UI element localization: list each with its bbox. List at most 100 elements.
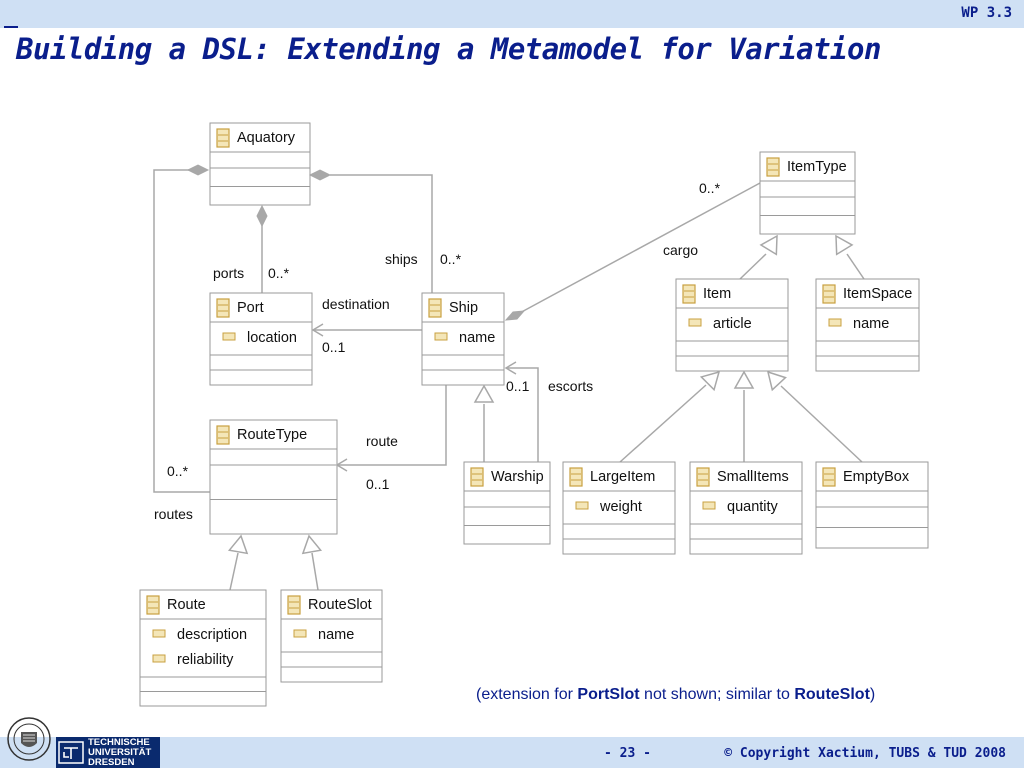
class-name: EmptyBox	[843, 469, 910, 485]
corner-mark	[4, 26, 18, 28]
attribute-name: name	[318, 627, 354, 643]
attribute-name: name	[853, 316, 889, 332]
generalization-warship-ship	[473, 384, 495, 403]
attribute-icon	[293, 629, 307, 638]
class-itemspace: ItemSpace name	[815, 278, 920, 372]
attribute-name: name	[459, 330, 495, 346]
class-icon	[216, 425, 230, 445]
link-emptybox-item	[780, 385, 863, 463]
copyright: © Copyright Xactium, TUBS & TUD 2008	[724, 746, 1006, 761]
class-icon	[569, 467, 583, 487]
class-name: RouteSlot	[308, 597, 372, 613]
class-icon	[216, 298, 230, 318]
class-name: Item	[703, 286, 731, 302]
attribute-icon	[434, 332, 448, 341]
link-itemspace-itemtype	[846, 253, 865, 280]
class-name: ItemSpace	[843, 286, 912, 302]
generalization-item-itemtype	[759, 234, 778, 256]
class-name: Aquatory	[237, 130, 296, 146]
link-route-routetype	[229, 552, 239, 591]
class-warship: Warship	[463, 461, 551, 545]
tu-logo-line-1: TECHNISCHE	[88, 737, 150, 748]
top-bar	[0, 0, 1024, 28]
class-name: Warship	[491, 469, 544, 485]
class-icon	[470, 467, 484, 487]
link-escorts	[506, 367, 539, 462]
generalization-emptybox-item	[766, 370, 787, 392]
class-smallitems: SmallItems quantity	[689, 461, 803, 555]
caption-pre: (extension for	[476, 686, 578, 703]
class-routeslot: RouteSlot name	[280, 589, 383, 683]
page-number: - 23 -	[604, 746, 651, 761]
class-port: Port location	[209, 292, 313, 386]
arrow-escorts	[504, 361, 517, 375]
class-icon	[682, 284, 696, 304]
class-name: RouteType	[237, 427, 307, 443]
label-routes: routes	[154, 506, 193, 522]
class-route: Route description reliability	[139, 589, 267, 707]
class-routetype: RouteType	[209, 419, 338, 535]
label-route: route	[366, 433, 398, 449]
tu-logo-line-2: UNIVERSITÄT	[88, 747, 152, 758]
composition-diamond-routes	[186, 164, 210, 176]
label-ports-mult: 0..*	[268, 265, 290, 281]
label-ships: ships	[385, 251, 418, 267]
attribute-reliability: reliability	[177, 652, 234, 668]
label-dest-mult: 0..1	[322, 339, 346, 355]
attribute-article: article	[713, 316, 752, 332]
attribute-quantity: quantity	[727, 499, 779, 515]
footer-bar	[0, 737, 1024, 768]
composition-diamond-ports	[256, 204, 268, 228]
tu-logo-line-3: DRESDEN	[88, 757, 135, 768]
class-name: SmallItems	[717, 469, 789, 485]
caption: (extension for PortSlot not shown; simil…	[476, 686, 875, 704]
tu-dresden-logo	[56, 737, 160, 768]
attribute-icon	[152, 654, 166, 663]
caption-portslot: PortSlot	[577, 686, 640, 703]
class-icon	[428, 298, 442, 318]
attribute-icon	[688, 318, 702, 327]
caption-mid: not shown; similar to	[639, 686, 795, 703]
generalization-route-routetype	[227, 534, 249, 555]
attribute-icon	[575, 501, 589, 510]
composition-diamond-cargo	[504, 310, 526, 321]
caption-routeslot: RouteSlot	[794, 686, 870, 703]
university-seal-icon	[7, 717, 51, 761]
class-name: Ship	[449, 300, 478, 316]
link-routes	[153, 169, 210, 493]
label-cargo: cargo	[663, 242, 698, 258]
link-routeslot-routetype	[311, 552, 319, 591]
class-icon	[287, 595, 301, 615]
class-icon	[696, 467, 710, 487]
class-largeitem: LargeItem weight	[562, 461, 676, 555]
attribute-description: description	[177, 627, 247, 643]
label-escorts-mult: 0..1	[506, 378, 530, 394]
generalization-smallitems-item	[733, 370, 755, 389]
generalization-largeitem-item	[699, 370, 721, 392]
class-ship: Ship name	[421, 292, 505, 386]
class-name: ItemType	[787, 159, 847, 175]
link-largeitem-item	[619, 384, 707, 463]
attribute-icon	[152, 629, 166, 638]
tu-logo-text: TECHNISCHE UNIVERSITÄT DRESDEN	[88, 738, 151, 768]
class-name: LargeItem	[590, 469, 655, 485]
class-name: Port	[237, 300, 264, 316]
page-title: Building a DSL: Extending a Metamodel fo…	[16, 32, 881, 66]
tu-logo-icon	[58, 741, 84, 764]
attribute-weight: weight	[599, 499, 642, 515]
arrow-route	[335, 458, 348, 472]
class-aquatory: Aquatory	[209, 122, 311, 206]
label-ports: ports	[213, 265, 244, 281]
attribute-icon	[222, 332, 236, 341]
class-item: Item article	[675, 278, 789, 372]
link-route	[337, 385, 447, 466]
link-item-itemtype	[739, 253, 767, 280]
label-escorts: escorts	[548, 378, 593, 394]
work-package-label: WP 3.3	[961, 5, 1012, 21]
attribute-location: location	[247, 330, 297, 346]
label-ships-mult: 0..*	[440, 251, 462, 267]
generalization-itemspace-itemtype	[835, 234, 854, 256]
link-ships	[330, 174, 433, 293]
class-name: Route	[167, 597, 206, 613]
